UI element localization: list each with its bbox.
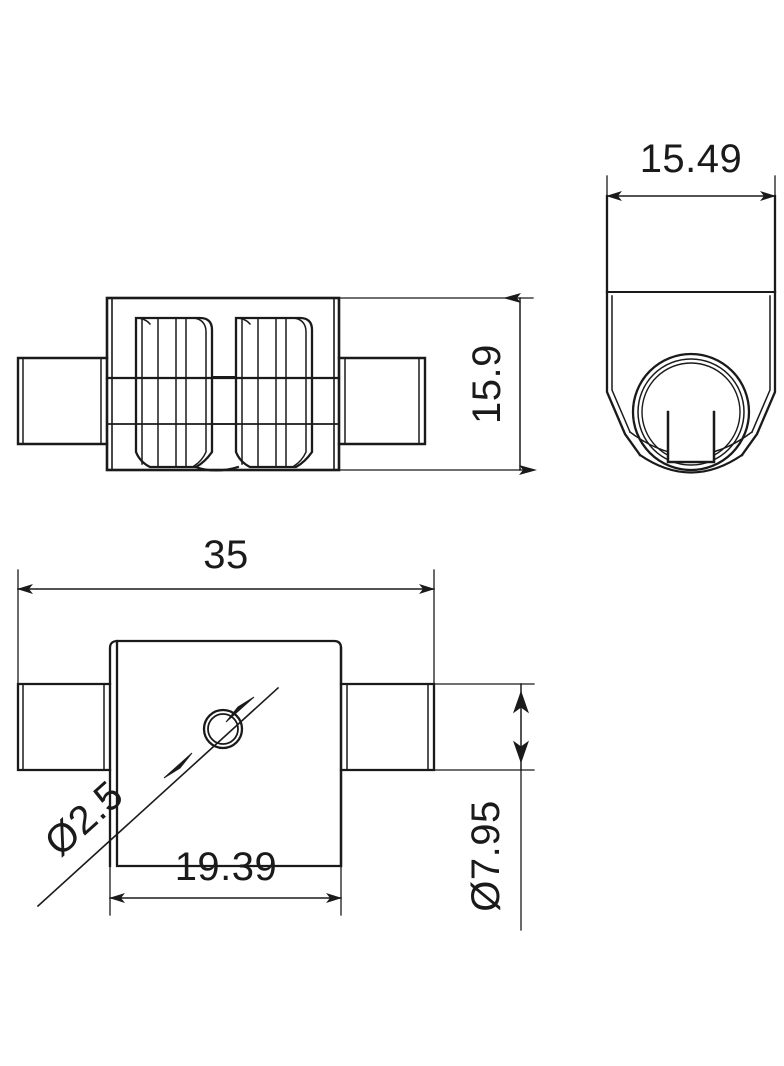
dimension-length-19-39 [109, 865, 342, 916]
dimension-label-15-49: 15.49 [640, 137, 743, 181]
dimension-width-15-49 [606, 175, 776, 301]
dimension-diameter-7-95 [433, 683, 535, 931]
side-view-geometry [605, 194, 777, 474]
dimension-label-19-39: 19.39 [175, 845, 278, 889]
front-view-geometry [16, 296, 427, 472]
dimension-label-35: 35 [203, 533, 249, 577]
dimension-label-7-95: Ø7.95 [464, 800, 508, 911]
dimension-diameter-2-5 [36, 686, 280, 908]
top-view-geometry [16, 639, 436, 868]
dimension-height-15-9 [338, 293, 537, 475]
dimension-length-35 [17, 569, 435, 691]
dimension-label-15-9: 15.9 [465, 344, 509, 424]
